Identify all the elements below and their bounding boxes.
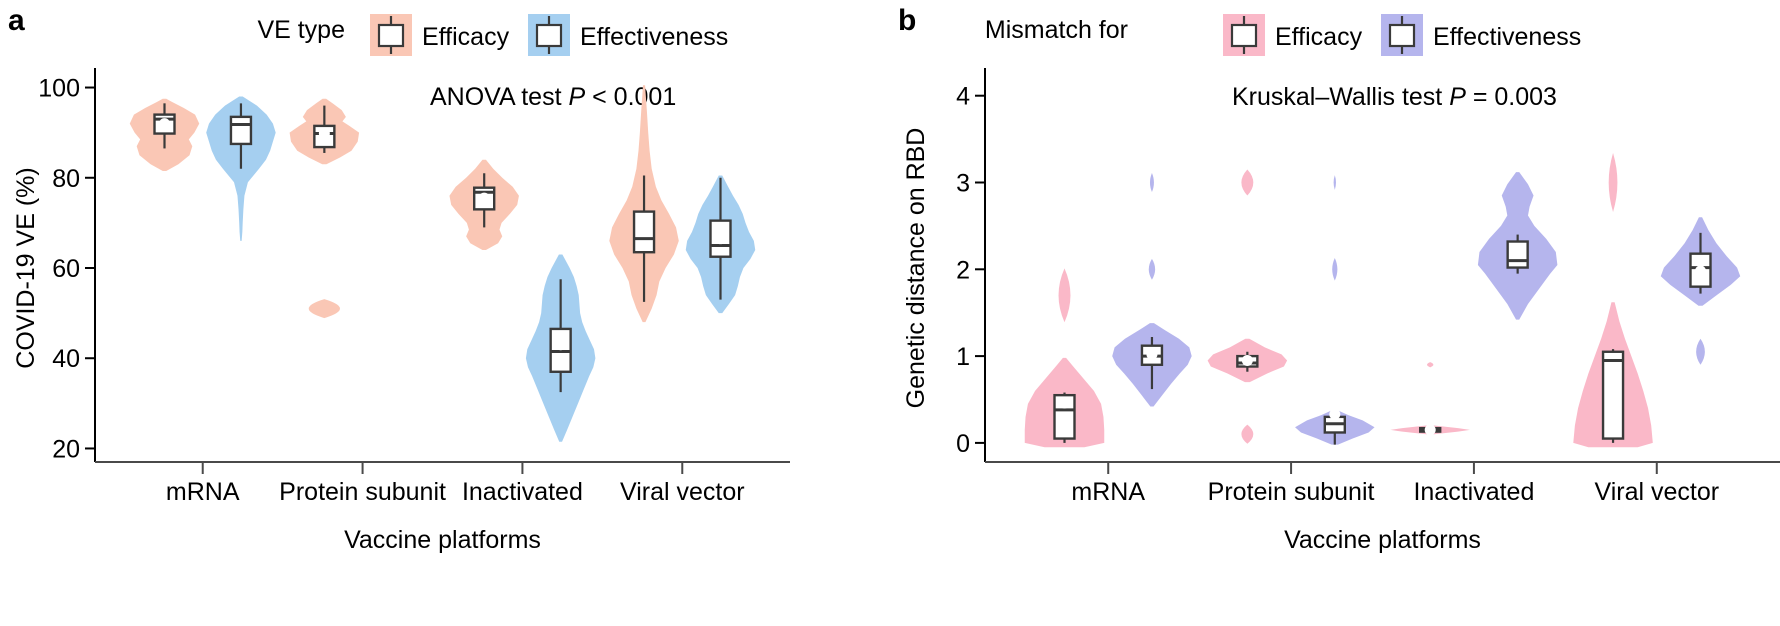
y-tick-label: 0	[956, 430, 970, 458]
stat-text: ANOVA test P < 0.001	[430, 83, 676, 111]
violin-outlier-lobe	[1149, 172, 1154, 193]
box-mean-point	[478, 192, 490, 204]
box-mean-point	[1512, 246, 1524, 258]
plots-b	[1024, 152, 1741, 448]
violin-outlier-lobe	[1058, 268, 1071, 323]
legend-mean-point	[1240, 31, 1248, 39]
y-tick-label: 40	[52, 345, 80, 373]
y-tick-label: 80	[52, 165, 80, 193]
legend-item-efficacy[interactable]: Efficacy	[1223, 14, 1363, 56]
violin-outlier-lobe	[1241, 169, 1254, 196]
y-axis-title: COVID-19 VE (%)	[12, 167, 40, 368]
y-tick-label: 3	[956, 170, 970, 198]
violin-outlier-lobe	[1241, 424, 1254, 444]
box-mean-point	[1424, 424, 1436, 436]
y-axis-title: Genetic distance on RBD	[902, 128, 930, 409]
violin-body	[206, 96, 276, 241]
x-category-label-mrna: mRNA	[166, 478, 240, 506]
box-mean-point	[1241, 354, 1253, 366]
y-tick-label: 4	[956, 83, 970, 111]
legend-label-efficacy: Efficacy	[422, 23, 510, 51]
box-mean-point	[1059, 397, 1070, 409]
legend-item-efficacy[interactable]: Efficacy	[370, 14, 510, 56]
plots-a	[129, 85, 756, 442]
stat-annotation-b: Kruskal–Wallis test P = 0.003	[1232, 83, 1557, 111]
axes-b: 0 1 2 3 4 mRNA Protein subunit Inactivated Viral…	[902, 68, 1780, 554]
legend-title: VE type	[257, 16, 345, 44]
violin-group-b-mrna-efficacy	[1024, 268, 1105, 448]
violin-group-a-viral-vector-effectiveness	[685, 175, 756, 314]
x-category-label-protein-subunit: Protein subunit	[279, 478, 446, 506]
legend-item-effectiveness[interactable]: Effectiveness	[1381, 14, 1581, 56]
x-axis-title: Vaccine platforms	[1284, 526, 1481, 554]
violin-outlier-lobe	[308, 299, 340, 319]
legend-label-effectiveness: Effectiveness	[580, 23, 728, 51]
box-mean-point	[555, 339, 567, 351]
violin-outlier-lobe	[1427, 362, 1434, 368]
violin-group-b-viral-vector-efficacy	[1573, 152, 1653, 448]
box-mean-point	[1329, 408, 1341, 420]
legend-mean-point	[545, 31, 553, 39]
box-iqr	[1053, 393, 1076, 440]
box-mean-point	[1146, 348, 1158, 360]
y-tick-label: 1	[956, 343, 970, 371]
panel-letter-b: b	[898, 4, 916, 37]
violin-group-b-inactivated-efficacy	[1390, 362, 1470, 436]
box-mean-point	[318, 128, 330, 140]
legend-label-effectiveness: Effectiveness	[1433, 23, 1581, 51]
violin-outlier-lobe	[1332, 258, 1338, 281]
y-tick-label: 60	[52, 255, 80, 283]
stat-text: Kruskal–Wallis test P = 0.003	[1232, 83, 1557, 111]
legend-title: Mismatch for	[985, 16, 1128, 44]
legend-mean-point	[1398, 31, 1406, 39]
violin-outlier-lobe	[1333, 175, 1336, 190]
axes-a: 20 40 60 80 100 mRNA Protein subunit Inactivate…	[12, 68, 790, 554]
violin-outlier-lobe	[1608, 152, 1618, 213]
violin-group-a-viral-vector-efficacy	[609, 85, 679, 323]
violin-group-b-inactivated-effectiveness	[1477, 172, 1558, 320]
violin-group-b-mrna-effectiveness	[1112, 172, 1192, 407]
legend-mean-point	[387, 31, 395, 39]
stat-annotation-a: ANOVA test P < 0.001	[430, 83, 676, 111]
box-mean-point	[159, 118, 170, 130]
legend-a: VE type Efficacy Effectiveness	[257, 14, 728, 56]
x-category-label-inactivated: Inactivated	[462, 478, 583, 506]
violin-group-a-inactivated-efficacy	[449, 159, 519, 250]
violin-group-b-protein-subunit-efficacy	[1207, 169, 1288, 444]
violin-group-b-viral-vector-effectiveness	[1660, 217, 1741, 365]
violin-group-a-mrna-efficacy	[129, 98, 200, 171]
box-mean-point	[1695, 265, 1706, 277]
legend-b: Mismatch for Efficacy Effectiveness	[985, 14, 1581, 56]
box-mean-point	[1607, 366, 1619, 378]
legend-item-effectiveness[interactable]: Effectiveness	[528, 14, 728, 56]
box-mean-point	[235, 127, 247, 139]
violin-group-a-protein-subunit-efficacy	[289, 98, 360, 319]
violin-group-a-mrna-effectiveness	[206, 96, 276, 241]
x-category-label-mrna: mRNA	[1071, 478, 1145, 506]
violin-outlier-lobe	[1696, 338, 1705, 365]
y-tick-label: 2	[956, 256, 970, 284]
legend-label-efficacy: Efficacy	[1275, 23, 1363, 51]
box-mean-point	[638, 224, 650, 236]
box-iqr	[1601, 350, 1625, 440]
y-tick-label: 100	[38, 75, 80, 103]
x-category-label-inactivated: Inactivated	[1413, 478, 1534, 506]
x-axis-title: Vaccine platforms	[344, 526, 541, 554]
panel-b: b Mismatch for Efficacy EffectivenessKruska…	[898, 4, 1780, 554]
violin-group-a-inactivated-effectiveness	[525, 254, 596, 442]
violin-outlier-lobe	[1148, 258, 1156, 280]
box-mean-point	[715, 233, 726, 245]
x-category-label-protein-subunit: Protein subunit	[1208, 478, 1375, 506]
x-category-label-viral-vector: Viral vector	[620, 478, 745, 506]
y-tick-label: 20	[52, 435, 80, 463]
x-category-label-viral-vector: Viral vector	[1594, 478, 1719, 506]
panel-letter-a: a	[8, 4, 25, 37]
violin-group-b-protein-subunit-effectiveness	[1295, 175, 1375, 445]
